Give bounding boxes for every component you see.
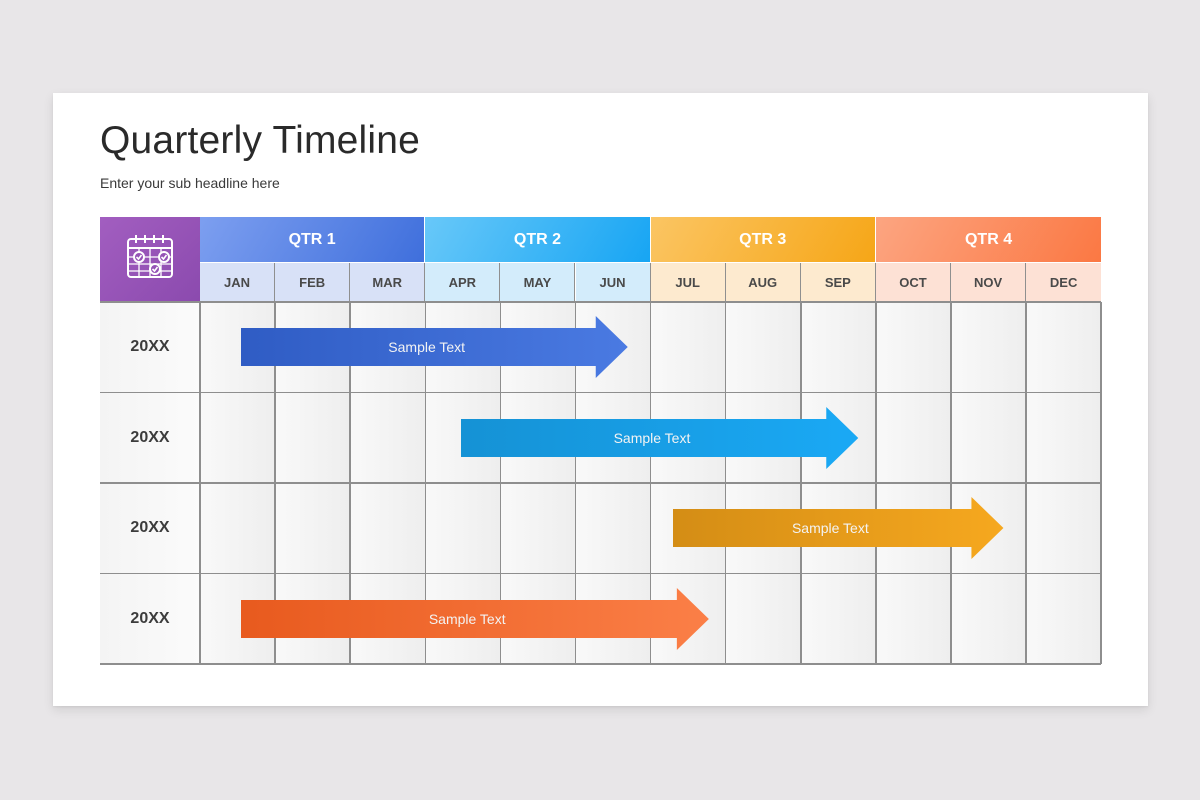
timeline-cell[interactable] [275,483,351,574]
timeline-cell[interactable] [350,483,426,574]
timeline-cell[interactable] [725,302,801,393]
timeline-cell[interactable] [200,483,276,574]
grid-divider [100,301,1102,303]
timeline-cell[interactable] [951,302,1027,393]
month-header-oct: OCT [875,263,951,302]
timeline-cell[interactable] [425,483,501,574]
timeline-arrow[interactable]: Sample Text [461,406,859,469]
timeline-cell[interactable] [1026,483,1102,574]
quarter-header-4: QTR 4 [875,217,1102,262]
timeline-cell[interactable] [800,302,876,393]
timeline-cell[interactable] [275,392,351,483]
timeline-arrow[interactable]: Sample Text [673,497,1004,559]
page-title: Quarterly Timeline [100,119,421,162]
arrow-label: Sample Text [791,520,869,536]
month-header-apr: APR [425,263,501,302]
timeline-cell[interactable] [951,392,1027,483]
timeline-arrow[interactable]: Sample Text [241,587,710,650]
timeline-cell[interactable] [875,392,951,483]
timeline-cell[interactable] [875,573,951,664]
quarter-header-2: QTR 2 [425,217,650,262]
grid-divider [100,391,1102,394]
arrow-shape-icon [461,406,859,469]
timeline-cell[interactable] [725,573,801,664]
timeline-cell[interactable] [1026,392,1102,483]
timeline-cell[interactable] [500,483,576,574]
timeline-cell[interactable] [1026,573,1102,664]
quarter-header-1: QTR 1 [200,217,425,262]
grid-divider [1100,302,1102,664]
arrow-shape-icon [241,587,710,650]
timeline-cell[interactable] [875,302,951,393]
quarter-header-3: QTR 3 [650,217,875,262]
timeline-cell[interactable] [1026,302,1102,393]
month-header-jul: JUL [650,263,726,302]
page-subtitle: Enter your sub headline here [100,175,280,191]
month-header-nov: NOV [951,263,1027,302]
year-label: 20XX [100,483,200,574]
corner-header [100,217,200,302]
year-label: 20XX [100,573,200,664]
timeline-arrow[interactable]: Sample Text [241,316,629,378]
slide-card: Quarterly Timeline Enter your sub headli… [53,93,1148,706]
timeline-cell[interactable] [800,573,876,664]
arrow-label: Sample Text [428,610,506,627]
timeline-cell[interactable] [951,573,1027,664]
year-label: 20XX [100,392,200,483]
month-header-dec: DEC [1026,263,1102,302]
arrow-shape-icon [241,316,629,378]
month-header-aug: AUG [725,263,801,302]
arrow-label: Sample Text [388,339,466,355]
month-header-feb: FEB [275,263,351,302]
year-label: 20XX [100,302,200,393]
arrow-label: Sample Text [613,429,691,446]
timeline-cell[interactable] [200,392,276,483]
month-header-sep: SEP [800,263,876,302]
month-header-jun: JUN [575,263,651,302]
month-header-mar: MAR [350,263,426,302]
timeline-cell[interactable] [650,302,726,393]
timeline-cell[interactable] [575,483,651,574]
month-header-may: MAY [500,263,576,302]
grid-divider [100,482,1102,484]
month-header-jan: JAN [200,263,276,302]
timeline-cell[interactable] [350,392,426,483]
grid-divider [100,663,1102,665]
grid-divider [100,572,1102,575]
arrow-shape-icon [673,497,1004,559]
calendar-check-icon [125,233,175,286]
